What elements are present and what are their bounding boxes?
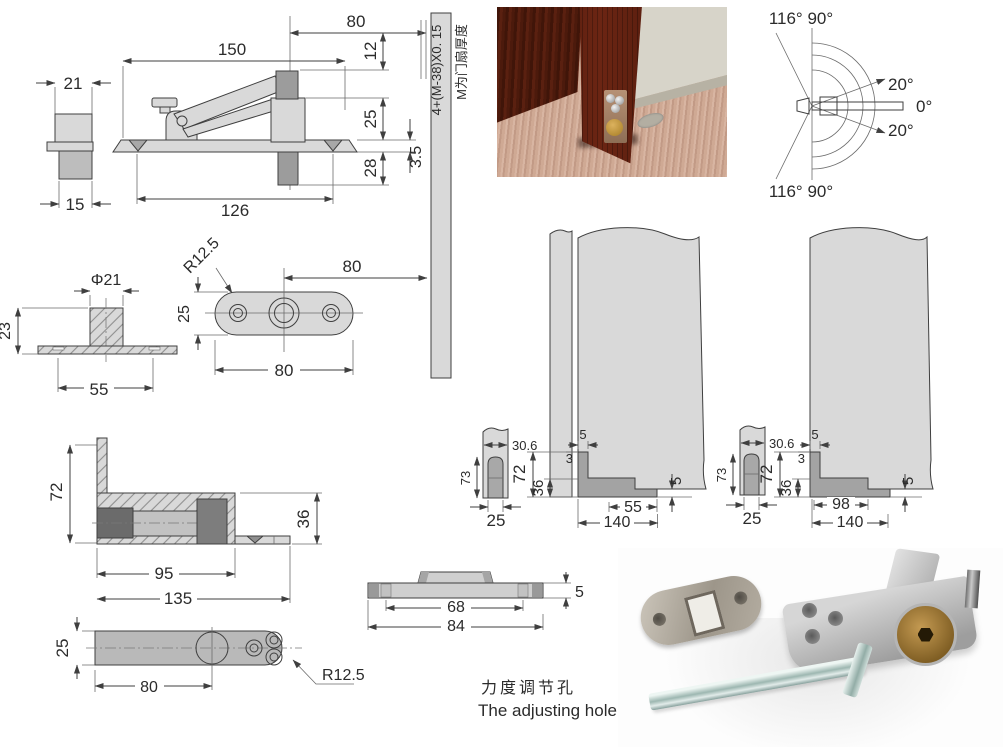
dim-r12p5-arm: R12.5 — [322, 667, 365, 684]
screw-hole — [651, 611, 668, 628]
pivot-pin — [964, 569, 981, 609]
installed-hinge-photo — [497, 7, 727, 177]
dim-3p5: 3.5 — [408, 146, 425, 168]
screw-icon — [606, 93, 616, 103]
dim-5-lip-b: 5 — [900, 477, 917, 485]
dim-25-edge: 25 — [487, 511, 506, 530]
pivot-pin-front-view: 21 15 — [36, 74, 111, 214]
dim-126: 126 — [221, 201, 249, 220]
dim-140: 140 — [604, 514, 631, 531]
dim-36-b: 36 — [778, 480, 795, 497]
dim-72-b: 72 — [757, 465, 776, 484]
caption-en: The adjusting hole — [478, 701, 617, 720]
mechanism-side-view: 150 80 12 25 28 3.5 126 — [112, 12, 427, 220]
dim-3-b: 3 — [798, 451, 805, 466]
dim-55: 55 — [90, 380, 109, 399]
screw-hole — [802, 603, 817, 618]
dim-r12p5: R12.5 — [181, 235, 223, 277]
brass-bushing — [894, 603, 957, 666]
dim-30p6-b: 30.6 — [769, 436, 794, 451]
dim-80-length: 80 — [275, 361, 294, 380]
dim-80-offset: 80 — [347, 12, 366, 31]
dim-25-height: 25 — [361, 110, 380, 129]
dim-15: 15 — [66, 195, 85, 214]
angle-20-upper: 20° — [888, 75, 914, 94]
dim-68: 68 — [447, 599, 465, 616]
oval-plate-top-view: R12.5 80 25 80 — [176, 235, 428, 380]
angle-top-labels: 116° 90° — [769, 9, 833, 28]
angle-0: 0° — [916, 97, 932, 116]
dim-84: 84 — [447, 618, 465, 635]
dim-30p6: 30.6 — [512, 438, 537, 453]
dim-12: 12 — [361, 42, 380, 61]
dim-73-b: 73 — [714, 468, 729, 482]
dim-21: 21 — [64, 74, 83, 93]
opening-angle-diagram: 116° 90° 20° 0° 20° 116° 90° — [769, 9, 932, 201]
dim-25-arm: 25 — [53, 639, 72, 658]
dim-73: 73 — [458, 471, 473, 485]
dim-55-recess: 55 — [624, 499, 642, 516]
dim-72-body: 72 — [47, 483, 66, 502]
dim-25-edge-b: 25 — [743, 509, 762, 528]
dim-dia21: Φ21 — [91, 272, 122, 289]
brass-pivot-cap — [606, 119, 624, 137]
dim-5-lip: 5 — [668, 477, 685, 485]
dim-23: 23 — [0, 322, 14, 340]
angle-bottom-labels: 116° 90° — [769, 182, 833, 201]
door-thickness-strip: 4+(M-38)X0. 15 M为门扇厚度 — [429, 12, 469, 379]
dim-95: 95 — [155, 564, 174, 583]
thickness-note: M为门扇厚度 — [454, 24, 469, 100]
dim-36: 36 — [530, 480, 547, 497]
dim-140-b: 140 — [837, 514, 864, 531]
screw-hole — [828, 611, 843, 626]
dim-98-recess: 98 — [832, 496, 850, 513]
angle-20-lower: 20° — [888, 121, 914, 140]
screw-icon — [615, 96, 625, 106]
install-diagram-right: 30.6 73 25 5 3 72 36 98 140 5 — [714, 227, 934, 531]
dim-3: 3 — [566, 451, 573, 466]
dim-80-to-edge: 80 — [343, 257, 362, 276]
floor-socket-section: Φ21 23 55 — [0, 272, 178, 399]
dim-80-arm: 80 — [140, 679, 158, 696]
hinge-body-section: 72 36 95 135 — [47, 437, 322, 608]
screw-hole — [733, 590, 749, 606]
dim-72: 72 — [510, 465, 529, 484]
thickness-formula: 4+(M-38)X0. 15 — [429, 25, 444, 116]
dim-28: 28 — [361, 159, 380, 178]
dim-135: 135 — [164, 589, 192, 608]
dim-36-body: 36 — [294, 510, 313, 529]
install-diagram-left: 30.6 73 25 5 3 72 36 55 140 5 — [458, 227, 707, 531]
plate-side-view: 5 68 84 — [367, 571, 584, 635]
arm-top-view: 25 80 R12.5 — [53, 617, 365, 696]
rectangular-hole — [683, 589, 726, 637]
dim-5-plate: 5 — [575, 584, 584, 601]
screw-hole — [805, 629, 820, 644]
dim-150: 150 — [218, 40, 246, 59]
hinge-parts-photo — [618, 548, 1003, 747]
caption-block: 力度调节孔 The adjusting hole — [478, 679, 617, 720]
dim-5-top: 5 — [579, 427, 586, 442]
screw-icon — [610, 103, 620, 113]
dim-25-width: 25 — [176, 305, 193, 323]
caption-zh: 力度调节孔 — [481, 679, 576, 697]
hex-socket — [917, 627, 934, 642]
dim-5-top-b: 5 — [811, 427, 818, 442]
hinge-body — [768, 548, 1003, 705]
